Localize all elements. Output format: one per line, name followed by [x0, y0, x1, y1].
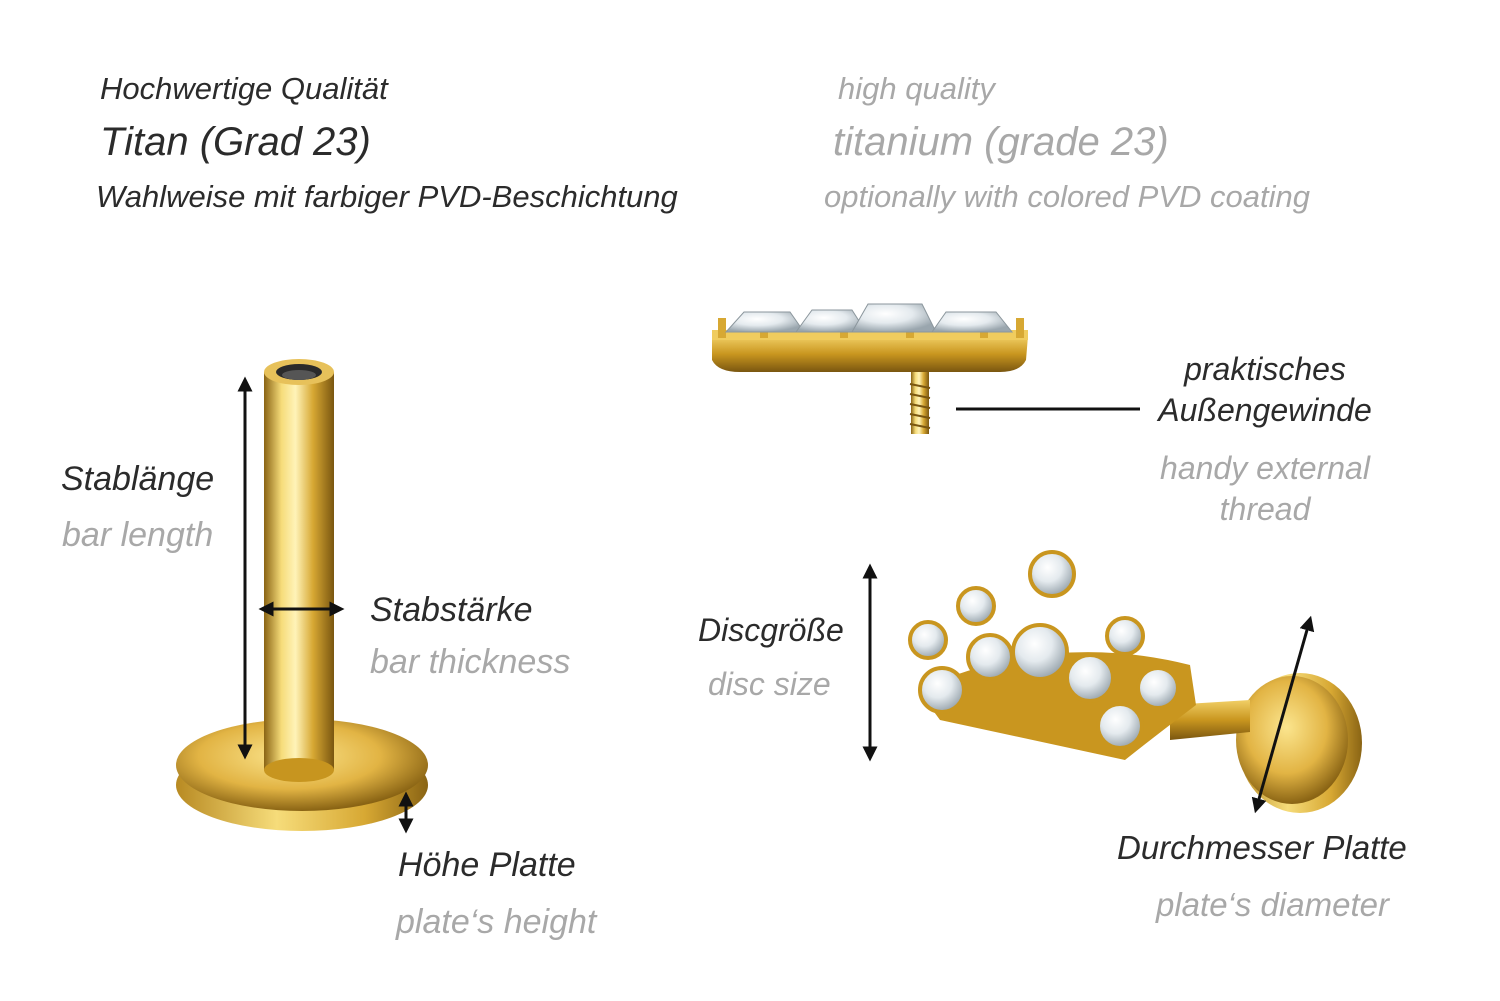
plate-diameter-arrow: [1251, 615, 1315, 814]
plate-diameter-label-de: Durchmesser Platte: [1117, 829, 1407, 866]
header-de-line3: Wahlweise mit farbiger PVD-Beschichtung: [96, 179, 678, 214]
header-de-line1: Hochwertige Qualität: [100, 71, 388, 106]
bar-thickness-label-en: bar thickness: [370, 643, 571, 681]
plate-height-label-en: plate‘s height: [396, 903, 597, 941]
header-en-line1: high quality: [838, 71, 995, 106]
thread-label-en-1: handy external: [1160, 450, 1370, 486]
thread-label-de-1: praktisches: [1184, 351, 1346, 387]
thread-label-de-2: Außengewinde: [1158, 392, 1372, 428]
crown-labret: [908, 550, 1362, 813]
plate-height-label-de: Höhe Platte: [398, 846, 576, 884]
thread-label-en-2: thread: [1219, 491, 1311, 527]
bar-thickness-label-de: Stabstärke: [370, 591, 533, 629]
header-en-line3: optionally with colored PVD coating: [824, 179, 1310, 214]
header-en-line2: titanium (grade 23): [833, 120, 1169, 164]
crystal-top-side-view: [712, 303, 1028, 434]
disc-size-label-en: disc size: [708, 666, 831, 702]
disc-size-label-de: Discgröße: [698, 612, 844, 648]
header-de-line2: Titan (Grad 23): [100, 120, 371, 164]
bar-length-label-en: bar length: [62, 516, 214, 554]
plate-diameter-label-en: plate‘s diameter: [1156, 886, 1389, 923]
bar-length-label-de: Stablänge: [61, 460, 215, 498]
